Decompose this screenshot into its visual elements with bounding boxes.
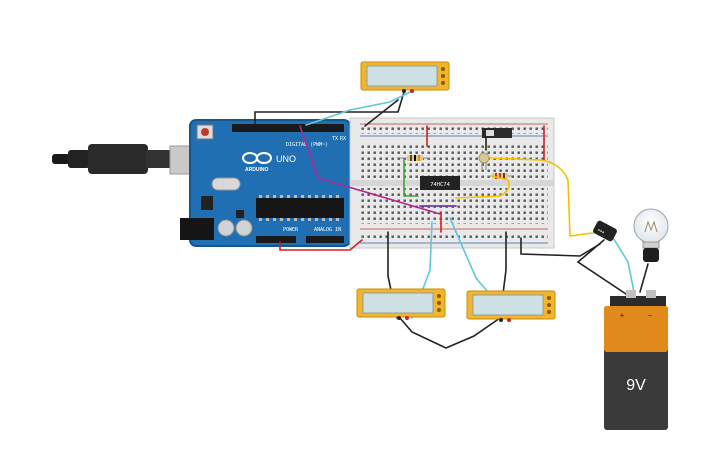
wire-yellow-led [489,157,601,237]
probe-black-right[interactable] [499,318,503,322]
usb-chip [236,210,244,218]
wire-black-bulb [639,263,649,293]
arduino-board[interactable]: DIGITAL (PWM~) TX RX ARDUINO UNO [180,119,351,247]
analog-label: ANALOG IN [314,227,341,233]
brand-label: ARDUINO [245,167,268,173]
battery-plus: + [620,311,625,320]
probe-red-top[interactable] [410,89,414,93]
usb-cable-icon [52,144,203,175]
power-header[interactable] [256,236,296,243]
capacitor-1 [217,219,235,237]
probe-red-left[interactable] [405,316,409,320]
wire-cyan-top [305,91,411,126]
battery-minus: − [648,311,653,320]
tx-label: TX [332,136,338,142]
wire-green [403,159,419,197]
model-label: UNO [276,154,296,164]
slide-switch[interactable] [482,128,512,138]
transistor[interactable]: ▪▪▪ [592,220,618,243]
analog-header[interactable] [306,236,344,243]
light-bulb-icon[interactable] [633,208,669,262]
multimeter-top[interactable] [360,61,450,93]
multimeter-right[interactable] [466,290,556,322]
led[interactable] [478,152,490,170]
digital-header[interactable] [232,124,344,132]
wire-yellow-chip [455,175,510,199]
wire-cyan-bulb [611,235,635,293]
probe-black-left[interactable] [397,316,401,320]
power-label: POWER [283,227,299,233]
crystal [211,177,241,191]
wire-black-mm-link [399,317,501,349]
atmega-chip [256,195,344,221]
reset-button[interactable] [196,124,214,140]
wire-red-bottom [279,239,363,251]
probe-red-right[interactable] [507,318,511,322]
flip-flop-chip[interactable]: 74HC74 [420,176,460,190]
wire-black-top [254,91,405,126]
battery-icon[interactable]: + − 9V [604,290,668,430]
power-jack [180,218,214,240]
capacitor-2 [235,219,253,237]
multimeter-left[interactable] [356,288,446,320]
probe-black-top[interactable] [402,89,406,93]
rx-label: RX [340,136,346,142]
arduino-logo: ARDUINO UNO [242,152,296,173]
chip-label: 74HC74 [430,182,451,188]
wire-black-transistor [520,237,601,257]
svg-text:▪▪▪: ▪▪▪ [597,227,606,235]
battery-label: 9V [626,377,646,394]
wire-magenta [299,125,441,215]
wire-black-rail [364,99,399,127]
resistor-1[interactable] [400,155,430,161]
regulator [201,196,213,210]
wire-black-battery [576,239,633,299]
